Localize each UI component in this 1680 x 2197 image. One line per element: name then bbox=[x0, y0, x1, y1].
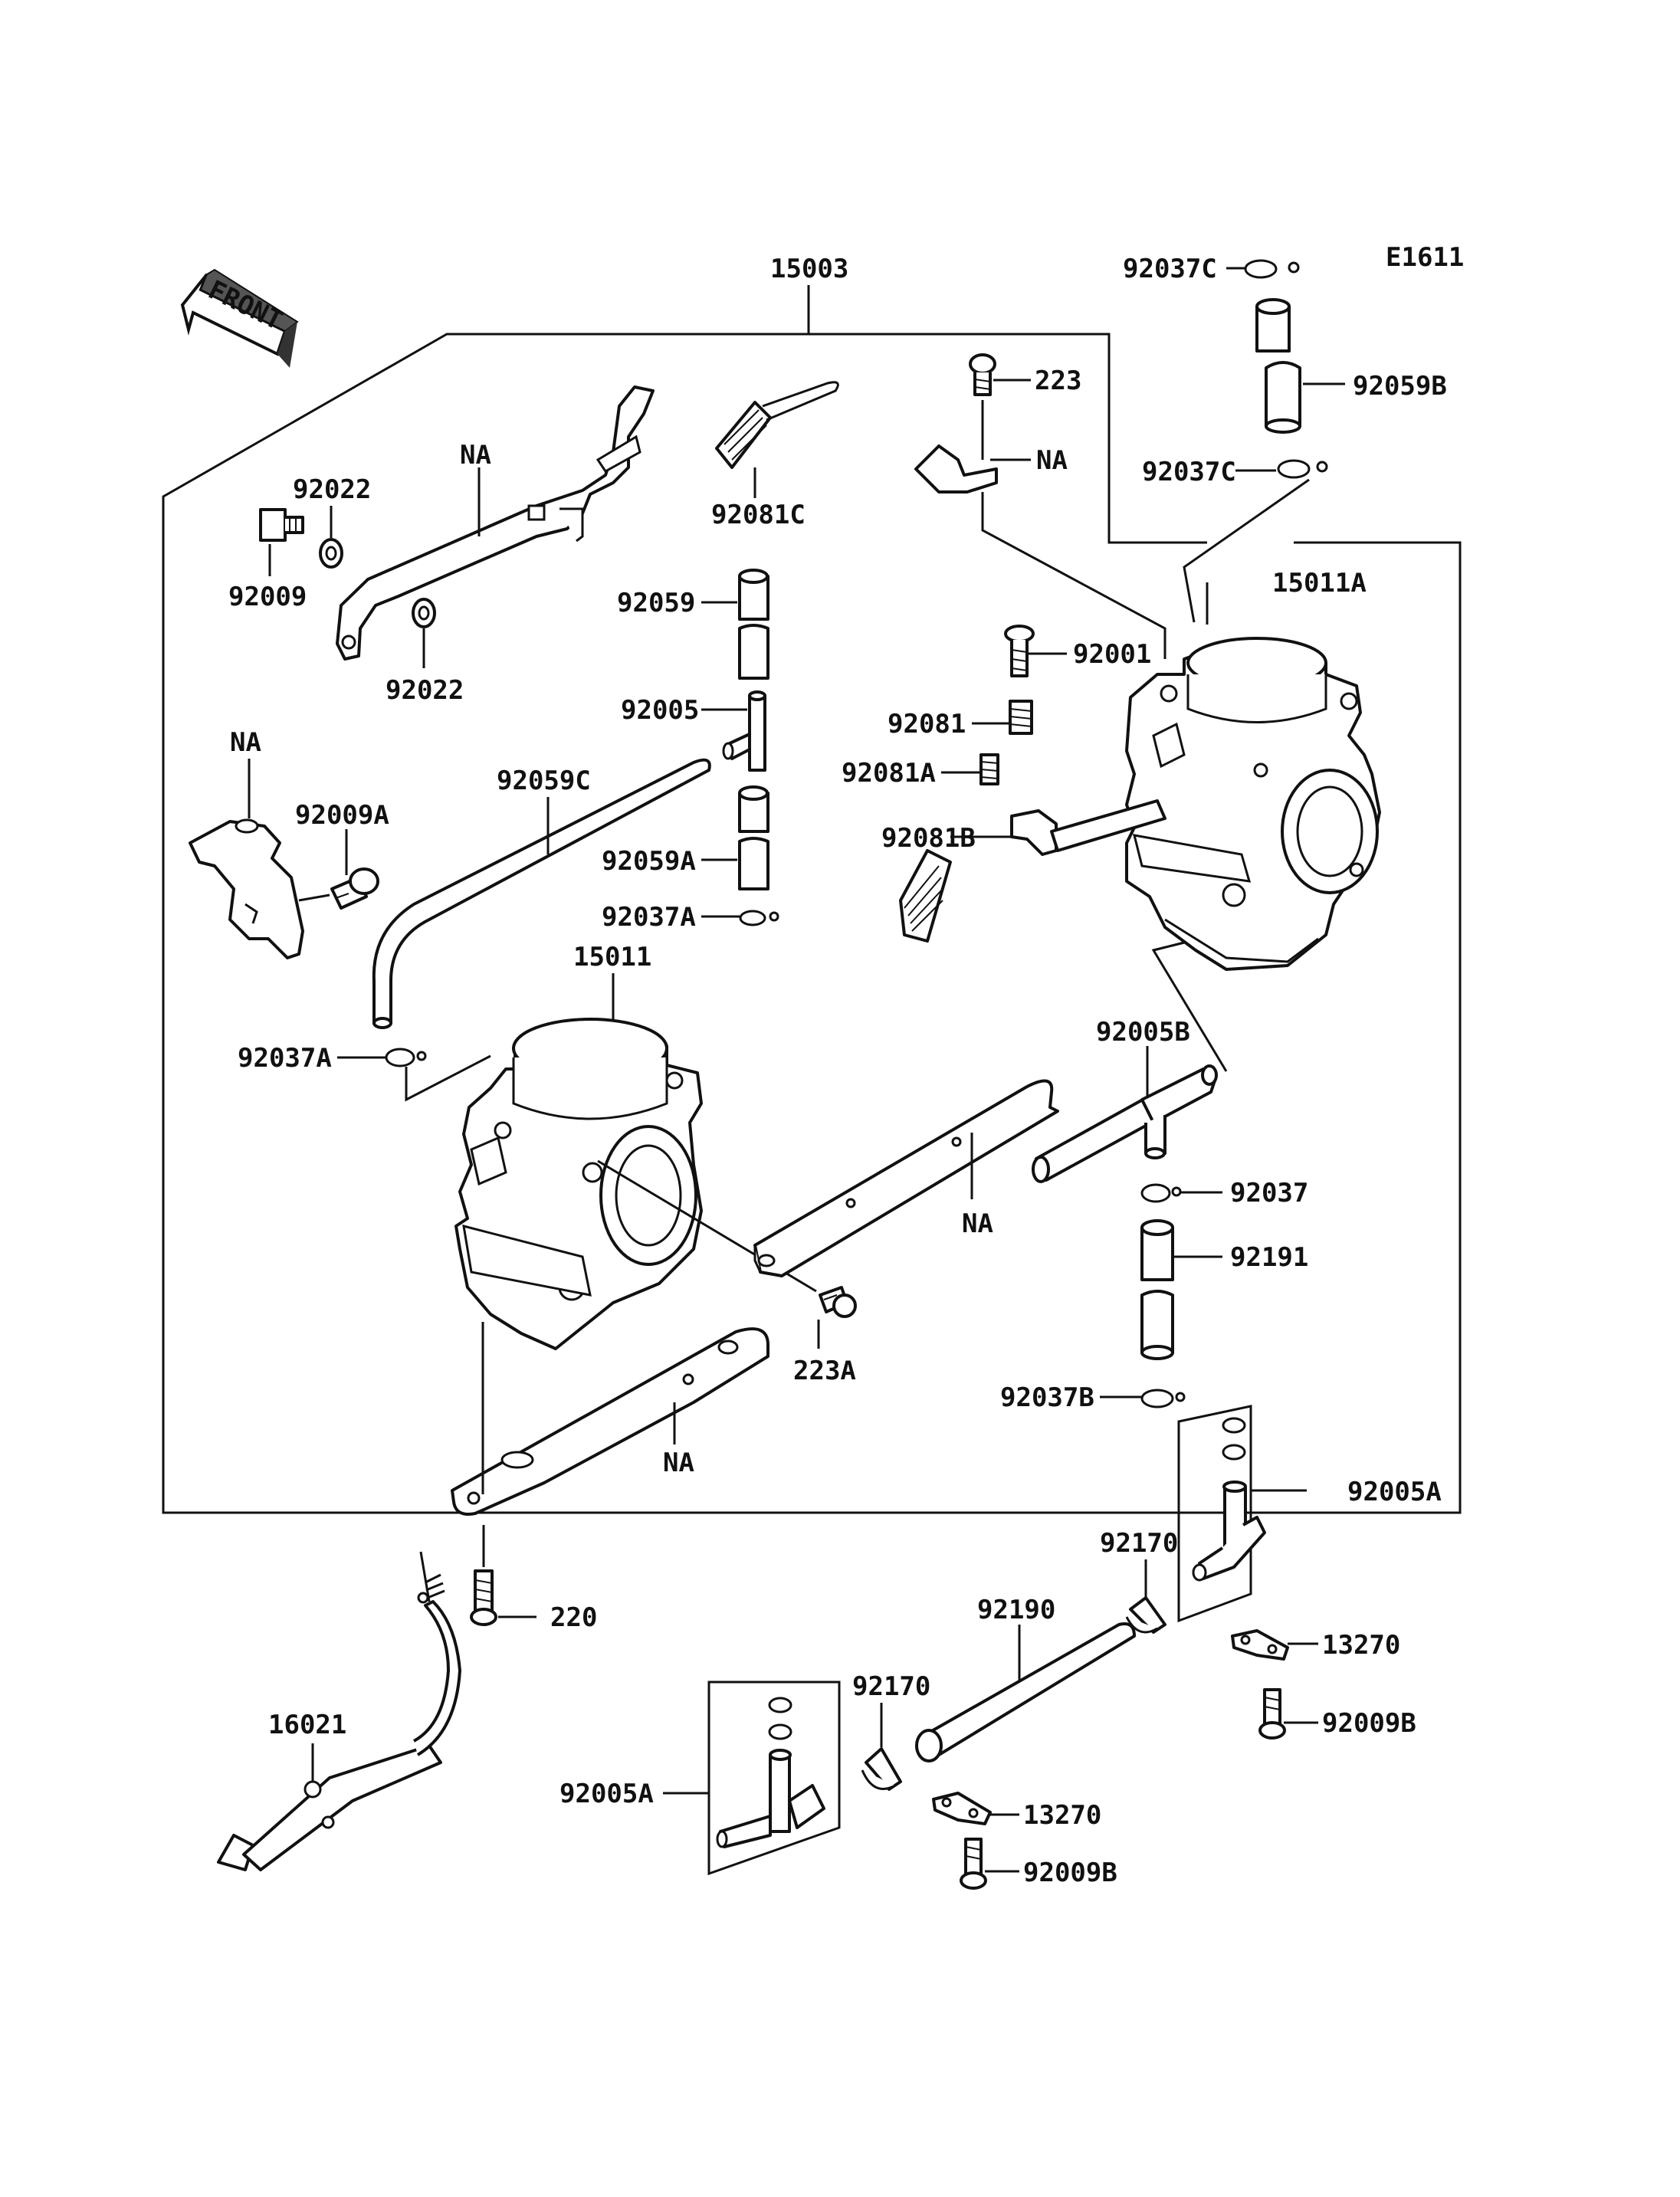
fuel-tee-92005B bbox=[1032, 1064, 1218, 1183]
label-92009B-left: 92009B bbox=[1023, 1858, 1117, 1888]
label-NA-middle-plate: NA bbox=[962, 1208, 993, 1239]
washer-92022-top bbox=[319, 538, 343, 569]
tee-92005 bbox=[722, 690, 766, 772]
throttle-lever-15011A bbox=[1010, 799, 1166, 856]
choke-cable-16021 bbox=[217, 1551, 461, 1871]
label-15003: 15003 bbox=[770, 254, 848, 284]
label-92170-right: 92170 bbox=[1100, 1528, 1178, 1559]
label-92009A: 92009A bbox=[295, 800, 389, 831]
hose-92059A bbox=[738, 785, 769, 890]
fuel-valve-92005A-right-box bbox=[1177, 1405, 1266, 1623]
clamp-92170-left bbox=[861, 1747, 902, 1791]
label-92037: 92037 bbox=[1230, 1178, 1308, 1208]
diagram-code: E1611 bbox=[1386, 242, 1464, 273]
plate-13270-right bbox=[1231, 1629, 1289, 1661]
link-arm-NA bbox=[336, 385, 655, 661]
label-92037B: 92037B bbox=[1000, 1382, 1094, 1413]
carburetor-15011 bbox=[454, 1018, 703, 1350]
spring-92081C bbox=[715, 381, 839, 469]
hose-92059 bbox=[738, 569, 769, 680]
label-13270-left: 13270 bbox=[1023, 1800, 1101, 1831]
label-92081A: 92081A bbox=[842, 758, 936, 789]
clamp-92037C-top bbox=[1244, 259, 1300, 279]
label-92005A-left: 92005A bbox=[559, 1779, 654, 1809]
assembly-outline bbox=[162, 333, 1462, 1514]
bolt-92009B-left bbox=[960, 1838, 987, 1890]
label-92059: 92059 bbox=[617, 588, 695, 618]
hose-92191 bbox=[1140, 1219, 1174, 1360]
spring-92081A bbox=[979, 753, 999, 785]
label-223: 223 bbox=[1035, 366, 1081, 396]
screw-92001 bbox=[1004, 625, 1035, 677]
front-arrow-icon: FRONT bbox=[180, 268, 299, 368]
label-92009: 92009 bbox=[228, 582, 307, 612]
label-92005A-right: 92005A bbox=[1347, 1477, 1442, 1507]
label-92005: 92005 bbox=[621, 695, 699, 726]
label-NA-bottom-plate: NA bbox=[663, 1448, 694, 1478]
bolt-92009 bbox=[259, 508, 304, 542]
screw-223 bbox=[969, 353, 996, 396]
clamp-92170-right bbox=[1125, 1596, 1166, 1634]
clamp-92037B bbox=[1140, 1389, 1186, 1408]
label-92037A-mid: 92037A bbox=[602, 902, 696, 933]
washer-92022-bottom bbox=[412, 598, 436, 628]
label-92059A: 92059A bbox=[602, 846, 696, 877]
label-220: 220 bbox=[550, 1602, 597, 1633]
label-92037A-left: 92037A bbox=[238, 1043, 332, 1074]
label-92081C: 92081C bbox=[711, 500, 806, 530]
bracket-NA-top bbox=[914, 444, 998, 494]
label-92009B-right: 92009B bbox=[1322, 1708, 1416, 1739]
plate-13270-left bbox=[932, 1792, 992, 1825]
clamp-92037C-mid bbox=[1277, 459, 1328, 479]
clamp-92037 bbox=[1140, 1183, 1182, 1203]
label-NA-left-bracket: NA bbox=[230, 727, 261, 758]
label-92037C-top: 92037C bbox=[1123, 254, 1217, 284]
label-223A: 223A bbox=[793, 1356, 856, 1386]
assembly-outline-upper bbox=[809, 333, 1207, 544]
label-92059B: 92059B bbox=[1353, 371, 1447, 402]
hose-92059B bbox=[1255, 298, 1301, 434]
label-15011: 15011 bbox=[573, 942, 651, 972]
clamp-92037A-mid bbox=[739, 910, 779, 926]
label-NA-link-arm: NA bbox=[460, 440, 491, 471]
fuel-valve-92005A-left-box bbox=[707, 1681, 841, 1876]
label-92190: 92190 bbox=[977, 1595, 1055, 1625]
spring-92081 bbox=[1009, 700, 1033, 735]
plate-NA-middle bbox=[753, 1079, 1059, 1277]
clamp-92037A-left bbox=[385, 1048, 427, 1067]
hose-92190 bbox=[915, 1622, 1136, 1763]
label-92022-bottom: 92022 bbox=[386, 675, 464, 706]
label-92001: 92001 bbox=[1073, 639, 1151, 670]
label-92081: 92081 bbox=[888, 709, 966, 739]
label-NA-bracket-top: NA bbox=[1036, 445, 1068, 476]
label-92170-left: 92170 bbox=[852, 1671, 930, 1702]
label-16021: 16021 bbox=[268, 1710, 346, 1740]
label-13270-right: 13270 bbox=[1322, 1630, 1400, 1661]
hose-92059C bbox=[372, 758, 711, 1029]
bolt-92009A bbox=[330, 867, 379, 910]
spring-92081B bbox=[899, 849, 952, 943]
label-92037C-mid: 92037C bbox=[1142, 457, 1236, 487]
label-92022-top: 92022 bbox=[293, 474, 371, 505]
plate-NA-bottom bbox=[451, 1327, 769, 1516]
label-15011A: 15011A bbox=[1272, 568, 1367, 598]
label-92059C: 92059C bbox=[497, 766, 591, 796]
label-92191: 92191 bbox=[1230, 1242, 1308, 1273]
bracket-NA-left bbox=[189, 818, 304, 959]
screw-220 bbox=[470, 1569, 497, 1626]
carburetor-15011A bbox=[1125, 637, 1381, 971]
screw-223A bbox=[819, 1286, 857, 1318]
label-92005B: 92005B bbox=[1096, 1017, 1190, 1048]
bolt-92009B-right bbox=[1258, 1688, 1286, 1740]
label-92081B: 92081B bbox=[881, 823, 976, 854]
